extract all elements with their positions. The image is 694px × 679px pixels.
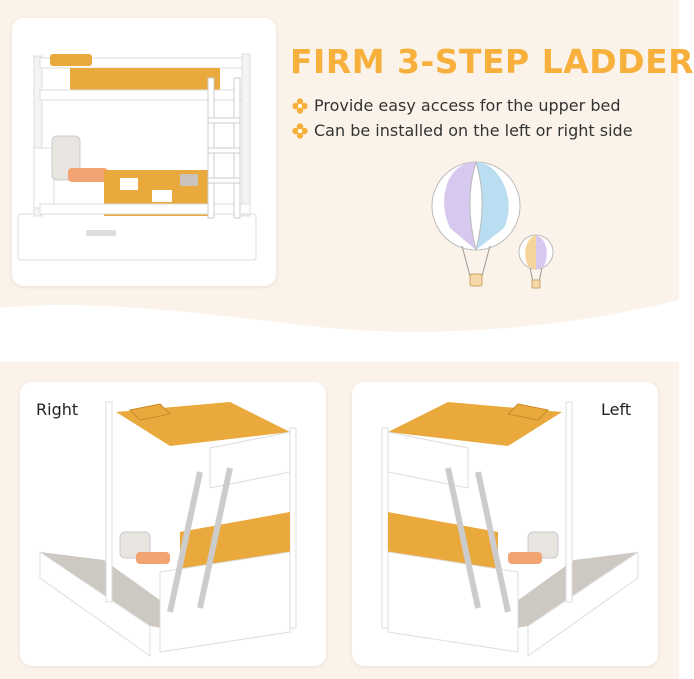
feature-item: Provide easy access for the upper bed — [292, 96, 620, 115]
feature-text: Can be installed on the left or right si… — [314, 121, 633, 140]
product-image-front — [12, 18, 276, 286]
flower-bullet-icon — [292, 122, 308, 139]
flower-bullet-icon — [292, 97, 308, 114]
headline: FIRM 3-STEP LADDER — [290, 42, 694, 81]
product-image-right-ladder — [20, 382, 326, 666]
product-image-left-ladder — [352, 382, 658, 666]
hot-air-balloon-icon — [431, 160, 554, 289]
right-view-label: Right — [36, 400, 79, 419]
feature-item: Can be installed on the left or right si… — [292, 121, 633, 140]
feature-text: Provide easy access for the upper bed — [314, 96, 621, 115]
left-view-label: Left — [601, 400, 632, 419]
